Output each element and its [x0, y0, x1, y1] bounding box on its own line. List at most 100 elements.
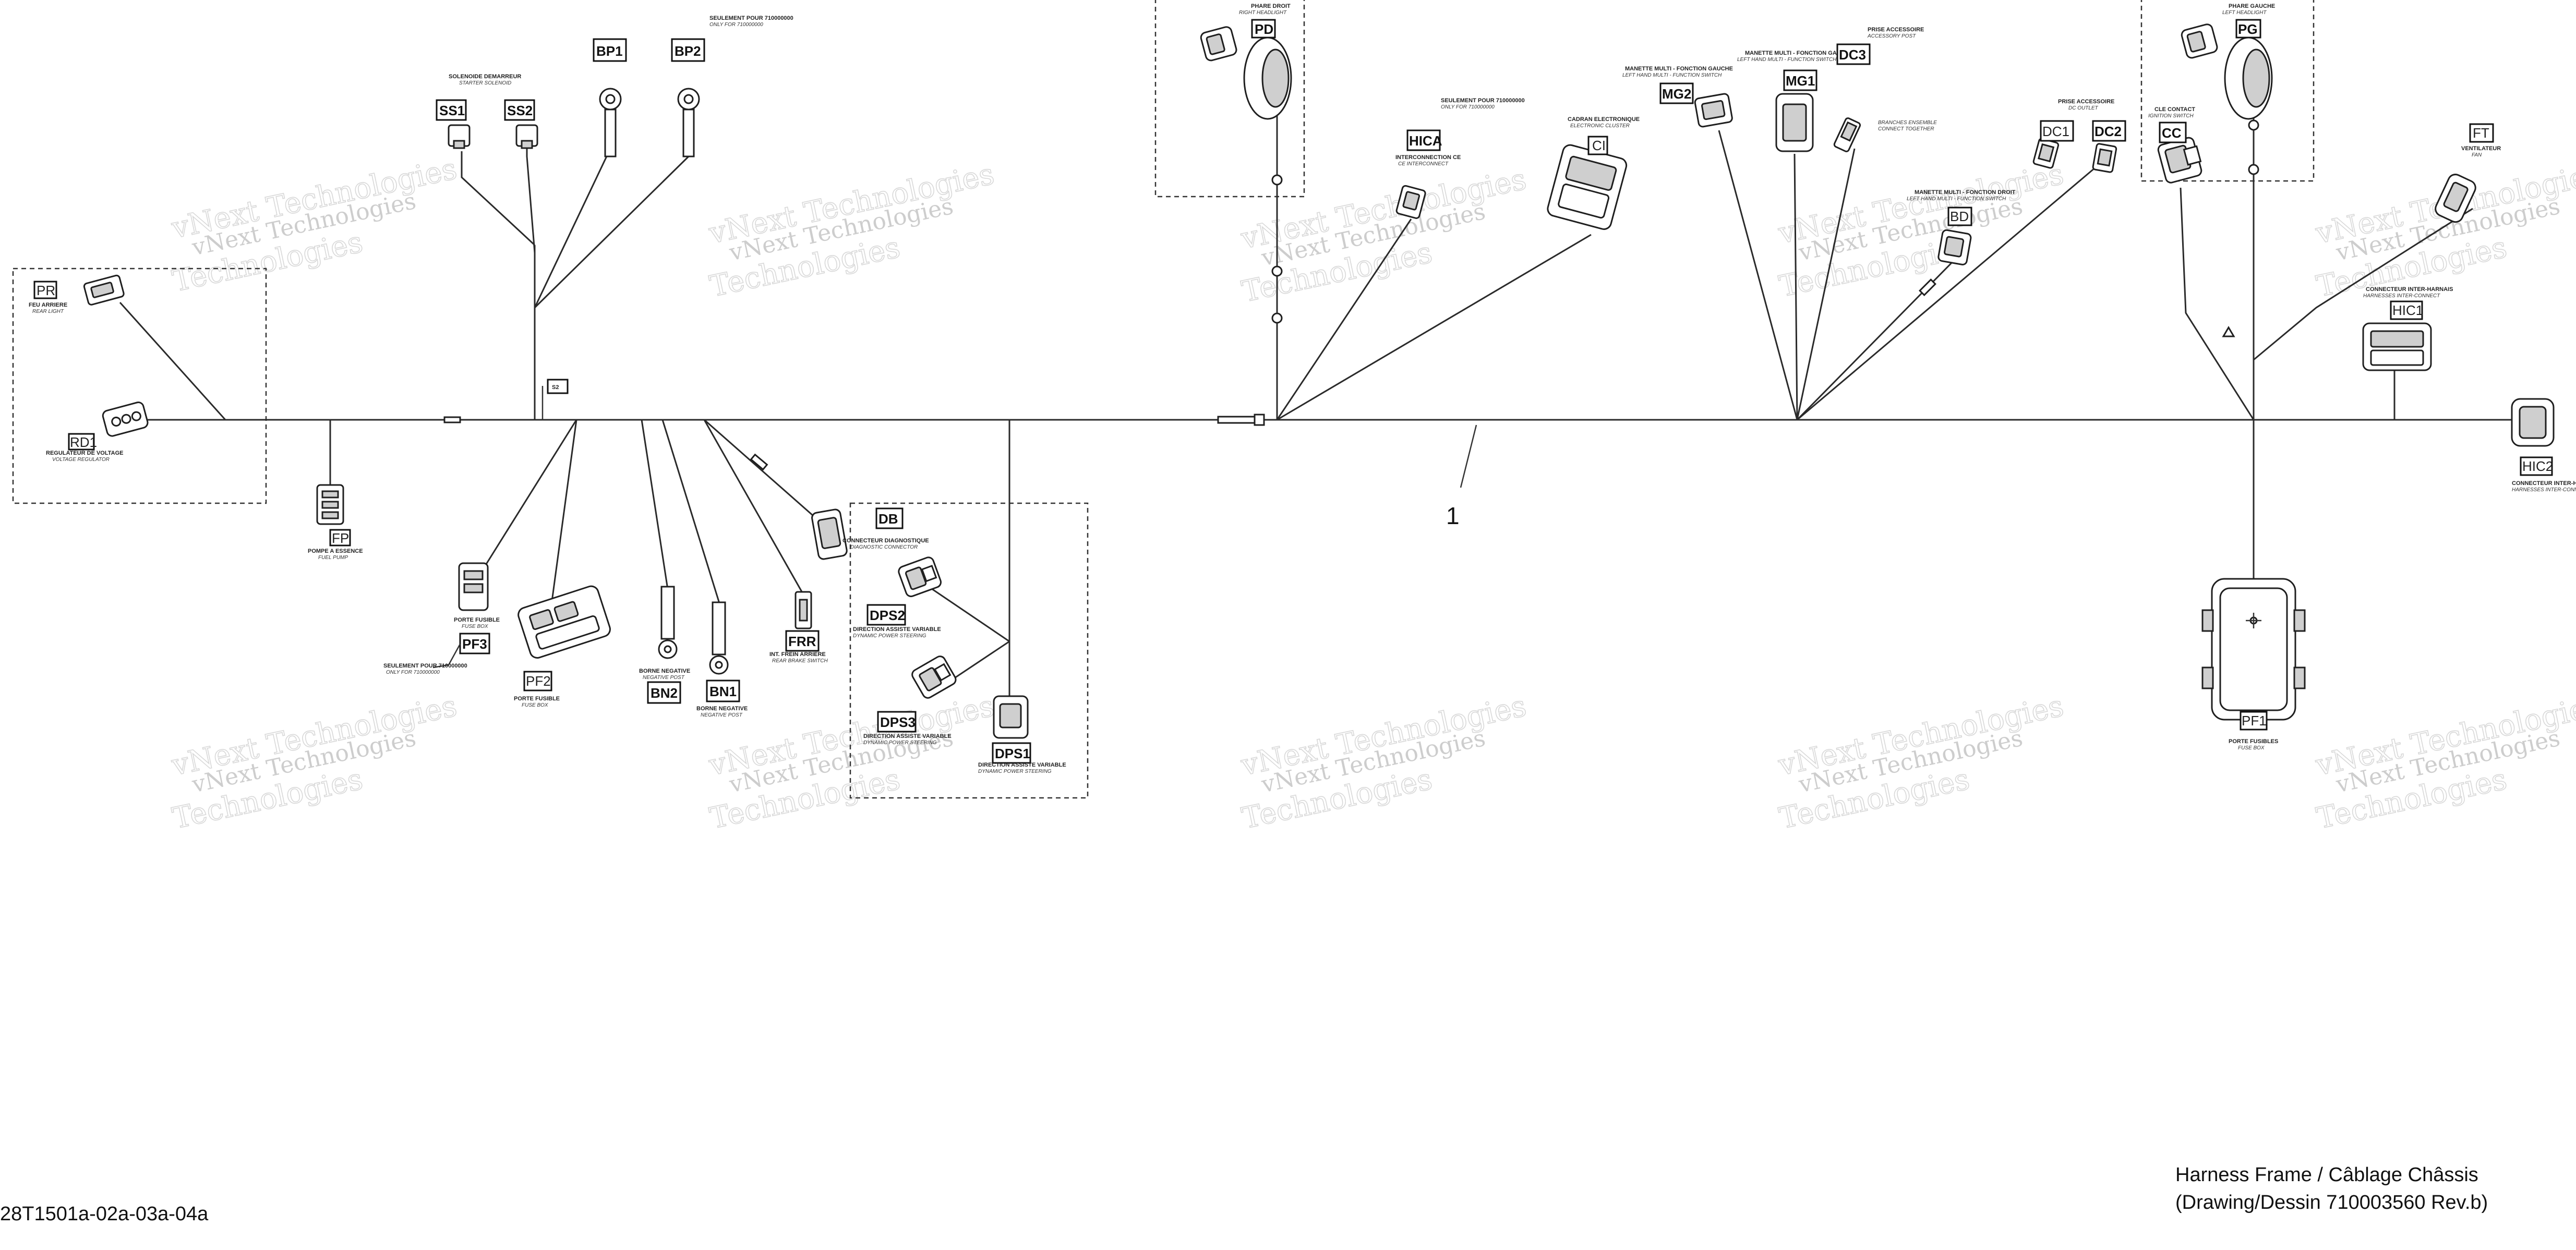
watermark: vNext Technologies vNext Technologies Te… [705, 157, 997, 305]
svg-text:PRISE ACCESSOIRE: PRISE ACCESSOIRE [2058, 99, 2114, 105]
svg-text:SOLENOIDE DEMARREUR: SOLENOIDE DEMARREUR [449, 74, 521, 80]
watermark: vNext Technologies vNext Technologies Te… [1775, 157, 2067, 305]
drawing-reference-code: 28T1501a-02a-03a-04a [0, 1203, 209, 1225]
connector-dc2: DC2 PRISE ACCESSOIRE DC OUTLET [2058, 99, 2126, 173]
svg-text:HIC2: HIC2 [2522, 458, 2553, 474]
svg-text:PF1: PF1 [2242, 713, 2267, 729]
svg-text:SEULEMENT POUR 710000000: SEULEMENT POUR 710000000 [1441, 98, 1525, 104]
svg-text:DIRECTION ASSISTE VARIABLE: DIRECTION ASSISTE VARIABLE [978, 762, 1066, 768]
connector-ss1: SS1 [436, 99, 471, 149]
svg-text:CC: CC [2162, 125, 2182, 141]
svg-text:IGNITION SWITCH: IGNITION SWITCH [2148, 113, 2194, 119]
svg-text:PF2: PF2 [526, 673, 551, 689]
svg-text:BD: BD [1950, 209, 1969, 224]
svg-text:MANETTE MULTI - FONCTION DROIT: MANETTE MULTI - FONCTION DROIT [1915, 189, 2016, 196]
svg-text:REAR LIGHT: REAR LIGHT [32, 309, 64, 314]
main-trunk: 1 [141, 414, 2512, 529]
svg-text:POMPE A ESSENCE: POMPE A ESSENCE [308, 548, 363, 554]
connector-pf1: PF1 PORTE FUSIBLES FUSE BOX [2201, 578, 2306, 751]
svg-text:BORNE NEGATIVE: BORNE NEGATIVE [696, 706, 748, 712]
svg-text:CLE CONTACT: CLE CONTACT [2154, 106, 2195, 113]
svg-text:DIAGNOSTIC CONNECTOR: DIAGNOSTIC CONNECTOR [850, 544, 918, 550]
svg-text:S2: S2 [552, 384, 559, 391]
svg-text:SS1: SS1 [439, 103, 465, 118]
svg-text:CONNECTEUR INTER-HARNAIS: CONNECTEUR INTER-HARNAIS [2366, 286, 2453, 293]
svg-text:MG2: MG2 [1662, 86, 1691, 102]
svg-text:BORNE NEGATIVE: BORNE NEGATIVE [639, 668, 690, 674]
svg-text:HARNESSES INTER-CONNECT: HARNESSES INTER-CONNECT [2363, 293, 2440, 299]
connector-pf3: PORTE FUSIBLE FUSE BOX PF3 SEULEMENT POU… [383, 562, 500, 675]
connector-bp2: BP2 SEULEMENT POUR 710000000 ONLY FOR 71… [671, 15, 793, 157]
harness-number: 1 [1446, 502, 1460, 529]
svg-text:BRANCHES ENSEMBLE: BRANCHES ENSEMBLE [1878, 120, 1937, 126]
connector-pr: PR FEU ARRIERE REAR LIGHT [29, 274, 226, 421]
svg-text:DYNAMIC POWER STEERING: DYNAMIC POWER STEERING [978, 769, 1052, 774]
svg-text:BP2: BP2 [675, 43, 701, 59]
svg-text:SEULEMENT POUR 710000000: SEULEMENT POUR 710000000 [709, 15, 793, 21]
svg-text:DC OUTLET: DC OUTLET [2068, 105, 2099, 111]
connector-ss2: SS2 SOLENOIDE DEMARREUR STARTER SOLENOID [449, 74, 538, 149]
svg-text:FRR: FRR [788, 634, 816, 649]
svg-text:DYNAMIC POWER STEERING: DYNAMIC POWER STEERING [863, 740, 937, 746]
svg-text:FUSE BOX: FUSE BOX [2238, 745, 2265, 751]
svg-text:INT. FREIN ARRIERE: INT. FREIN ARRIERE [769, 651, 826, 658]
connector-hica: INTERCONNECTION CE CE INTERCONNECT HICA … [1276, 98, 1525, 420]
svg-text:FT: FT [2473, 125, 2489, 141]
svg-text:PHARE DROIT: PHARE DROIT [1251, 3, 1291, 9]
ground-branch [641, 419, 814, 605]
svg-text:ONLY FOR 710000000: ONLY FOR 710000000 [386, 670, 440, 675]
connector-db: DB CONNECTEUR DIAGNOSTIQUE DIAGNOSTIC CO… [811, 507, 929, 560]
svg-text:BN1: BN1 [709, 684, 737, 699]
watermarks: vNext Technologies vNext Technologies Te… [168, 152, 2576, 836]
connector-pd: PD PHARE DROIT RIGHT HEADLIGHT [1200, 3, 1292, 420]
fuse-branch [484, 419, 577, 613]
connector-dps3: DPS3 DIRECTION ASSISTE VARIABLE DYNAMIC … [863, 656, 957, 746]
connector-frr: FRR INT. FREIN ARRIERE REAR BRAKE SWITCH [769, 591, 828, 664]
svg-text:PRISE ACCESSOIRE: PRISE ACCESSOIRE [1868, 27, 1924, 33]
svg-text:FUEL PUMP: FUEL PUMP [318, 555, 348, 561]
connector-mg2: MG2 MANETTE MULTI - FONCTION GAUCHE LEFT… [1622, 66, 1733, 128]
svg-text:BN2: BN2 [651, 685, 678, 701]
svg-text:FUSE BOX: FUSE BOX [462, 624, 488, 629]
svg-text:LEFT HAND MULTI - FUNCTION SWI: LEFT HAND MULTI - FUNCTION SWITCH [1907, 196, 2006, 202]
svg-text:VENTILATEUR: VENTILATEUR [2461, 145, 2501, 152]
svg-text:CADRAN ELECTRONIQUE: CADRAN ELECTRONIQUE [1568, 116, 1640, 123]
svg-text:VOLTAGE REGULATOR: VOLTAGE REGULATOR [52, 457, 110, 463]
drawing-number: (Drawing/Dessin 710003560 Rev.b) [2175, 1192, 2488, 1213]
watermark: vNext Technologies vNext Technologies Te… [1237, 689, 1530, 836]
svg-text:DPS3: DPS3 [880, 714, 916, 730]
svg-text:FEU ARRIERE: FEU ARRIERE [29, 302, 67, 308]
watermark: vNext Technologies vNext Technologies Te… [168, 689, 460, 836]
svg-text:LEFT HEADLIGHT: LEFT HEADLIGHT [2222, 10, 2267, 16]
svg-text:NEGATIVE POST: NEGATIVE POST [643, 675, 685, 681]
svg-text:CI: CI [1592, 138, 1606, 153]
connector-hic1: CONNECTEUR INTER-HARNAIS HARNESSES INTER… [2362, 286, 2453, 371]
connector-s2: S2 [547, 379, 569, 394]
connector-bp1: BP1 [593, 38, 627, 157]
connector-fp: FP POMPE A ESSENCE FUEL PUMP [308, 420, 363, 561]
svg-text:DPS2: DPS2 [870, 608, 905, 623]
svg-text:HICA: HICA [1409, 133, 1442, 149]
svg-text:FUSE BOX: FUSE BOX [522, 702, 548, 708]
svg-text:DB: DB [878, 511, 898, 527]
dps-branch [928, 420, 1010, 696]
svg-text:FAN: FAN [2472, 152, 2482, 158]
connector-dc3: DC3 PRISE ACCESSOIRE ACCESSORY POST BRAN… [1833, 27, 1937, 152]
svg-text:DIRECTION ASSISTE VARIABLE: DIRECTION ASSISTE VARIABLE [853, 626, 941, 633]
svg-text:ONLY FOR 710000000: ONLY FOR 710000000 [709, 22, 763, 28]
svg-text:DPS1: DPS1 [995, 746, 1030, 761]
connector-bd: BD MANETTE MULTI - FONCTION DROIT LEFT H… [1907, 189, 2016, 265]
svg-text:BP1: BP1 [596, 43, 623, 59]
svg-text:MANETTE MULTI - FONCTION GAUCH: MANETTE MULTI - FONCTION GAUCHE [1625, 66, 1733, 72]
svg-text:INTERCONNECTION CE: INTERCONNECTION CE [1395, 154, 1461, 161]
svg-text:DYNAMIC POWER STEERING: DYNAMIC POWER STEERING [853, 633, 926, 639]
svg-text:LEFT HAND MULTI - FUNCTION SWI: LEFT HAND MULTI - FUNCTION SWITCH [1737, 57, 1837, 63]
svg-text:HIC1: HIC1 [2392, 302, 2423, 318]
svg-text:SEULEMENT POUR 710000000: SEULEMENT POUR 710000000 [383, 663, 467, 669]
svg-text:HARNESSES INTER-CONNECT: HARNESSES INTER-CONNECT [2512, 487, 2576, 493]
connector-ft: FT VENTILATEUR FAN [2435, 123, 2501, 223]
svg-text:PF3: PF3 [462, 636, 487, 652]
connector-dps1: DPS1 DIRECTION ASSISTE VARIABLE DYNAMIC … [978, 695, 1066, 774]
svg-text:DIRECTION ASSISTE VARIABLE: DIRECTION ASSISTE VARIABLE [863, 733, 952, 739]
connector-hic2: HIC2 CONNECTEUR INTER-HARNAIS HARNESSES … [2511, 398, 2576, 493]
